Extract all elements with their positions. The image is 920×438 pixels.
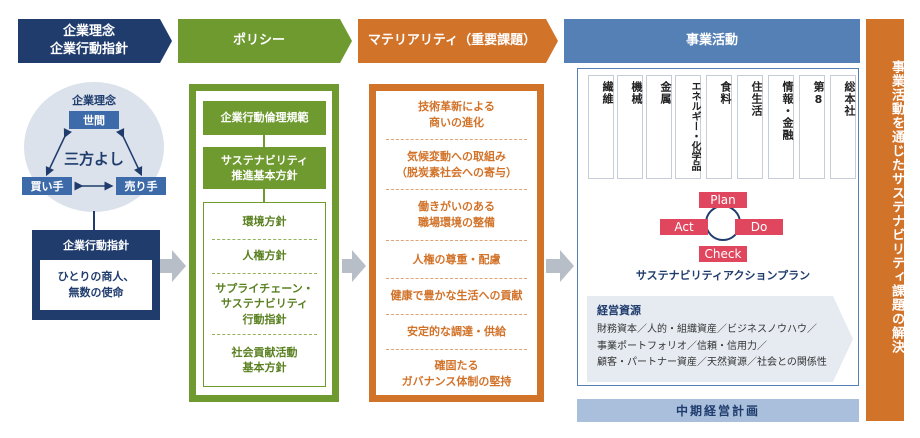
midterm-plan-bar: 中期経営計画: [577, 399, 859, 422]
connector-line: [93, 211, 95, 231]
header-chevron: [340, 19, 352, 63]
segment-textile: 繊維: [588, 75, 614, 179]
pdca-plan: Plan: [699, 192, 747, 208]
segment-machinery: 機械: [617, 75, 643, 179]
segment-the-8th: 第8: [799, 75, 825, 179]
materiality-item: 技術革新による 商いの進化: [418, 100, 495, 129]
policy-connector: [263, 135, 265, 147]
divider: [212, 239, 317, 240]
seken-box: 世間: [69, 111, 119, 129]
segment-headquarters: 総本社: [830, 75, 856, 179]
divider: [212, 334, 317, 335]
resources-box: [587, 296, 833, 382]
action-plan-label: サステナビリティアクションプラン: [635, 269, 811, 282]
policy-human-rights: 人権方針: [242, 249, 287, 263]
guideline-title: 企業行動指針: [63, 239, 129, 252]
segment-metals: 金属: [646, 75, 672, 179]
flow-arrow-stem: [342, 259, 354, 273]
segment-food: 食料: [706, 75, 732, 179]
sanpo-yoshi-label: 三方よし: [63, 150, 124, 168]
divider: [212, 273, 317, 274]
segment-general-products: 住生活: [737, 75, 763, 179]
final-goal-text: 事業活動を通じたサステナビリティ課題の解決: [889, 60, 904, 354]
divider: [386, 349, 527, 350]
triangle-arrows: [45, 128, 143, 191]
policy-sub-box: 環境方針 人権方針 サプライチェーン・ サステナビリティ 行動指針 社会貢献活動…: [203, 202, 326, 387]
header-materiality: マテリアリティ（重要課題）: [358, 19, 546, 63]
resources-text: 財務資本／人的・組織資産／ビジネスノウハウ／ 事業ポートフォリオ／信頼・信用力／…: [597, 324, 827, 368]
divider: [386, 139, 527, 140]
divider: [386, 189, 527, 190]
pdca-do: Do: [735, 219, 783, 235]
header-business: 事業活動: [564, 19, 860, 63]
header-policy: ポリシー: [178, 19, 340, 63]
urite-box: 売り手: [116, 177, 166, 195]
materiality-item: 気候変動への取組み （脱炭素社会への寄与）: [396, 150, 517, 179]
segment-energy-chemicals: エネルギー・化学品: [675, 75, 701, 179]
materiality-item: 安定的な調達・供給: [407, 325, 506, 339]
divider: [386, 278, 527, 279]
flow-arrow-icon: [352, 250, 366, 282]
policy-basic-box: サステナビリティ 推進基本方針: [203, 147, 326, 189]
policy-code-box: 企業行動倫理規範: [203, 101, 326, 135]
resources-title: 経営資源: [597, 304, 641, 317]
policy-environment: 環境方針: [242, 215, 287, 229]
policy-connector: [263, 189, 265, 202]
pdca-check: Check: [699, 246, 747, 262]
flow-arrow-stem: [160, 259, 174, 273]
header-philosophy: 企業理念 企業行動指針: [18, 19, 160, 63]
materiality-item: 働きがいのある 職場環境の整備: [418, 200, 495, 229]
flow-arrow-icon: [172, 250, 186, 282]
materiality-item: 確固たる ガバナンス体制の堅持: [401, 359, 512, 388]
kaite-box: 買い手: [22, 177, 72, 195]
guideline-text: ひとりの商人、 無数の使命: [40, 260, 152, 310]
materiality-item: 人権の尊重・配慮: [412, 253, 501, 267]
materiality-item: 健康で豊かな生活への貢献: [390, 289, 523, 303]
final-goal-bar: [866, 19, 904, 421]
pdca-act: Act: [660, 219, 708, 235]
divider: [386, 240, 527, 241]
philosophy-circle-title: 企業理念: [72, 94, 116, 107]
flow-arrow-icon: [560, 250, 574, 282]
policy-social-contribution: 社会貢献活動 基本方針: [231, 345, 298, 374]
segment-ict-financial: 情報・金融: [768, 75, 794, 179]
header-chevron: [160, 19, 172, 63]
divider: [386, 314, 527, 315]
policy-supply-chain: サプライチェーン・ サステナビリティ 行動指針: [215, 281, 314, 326]
header-chevron: [546, 19, 558, 63]
flow-arrow-stem: [546, 259, 562, 273]
resources-arrow: [833, 296, 853, 382]
